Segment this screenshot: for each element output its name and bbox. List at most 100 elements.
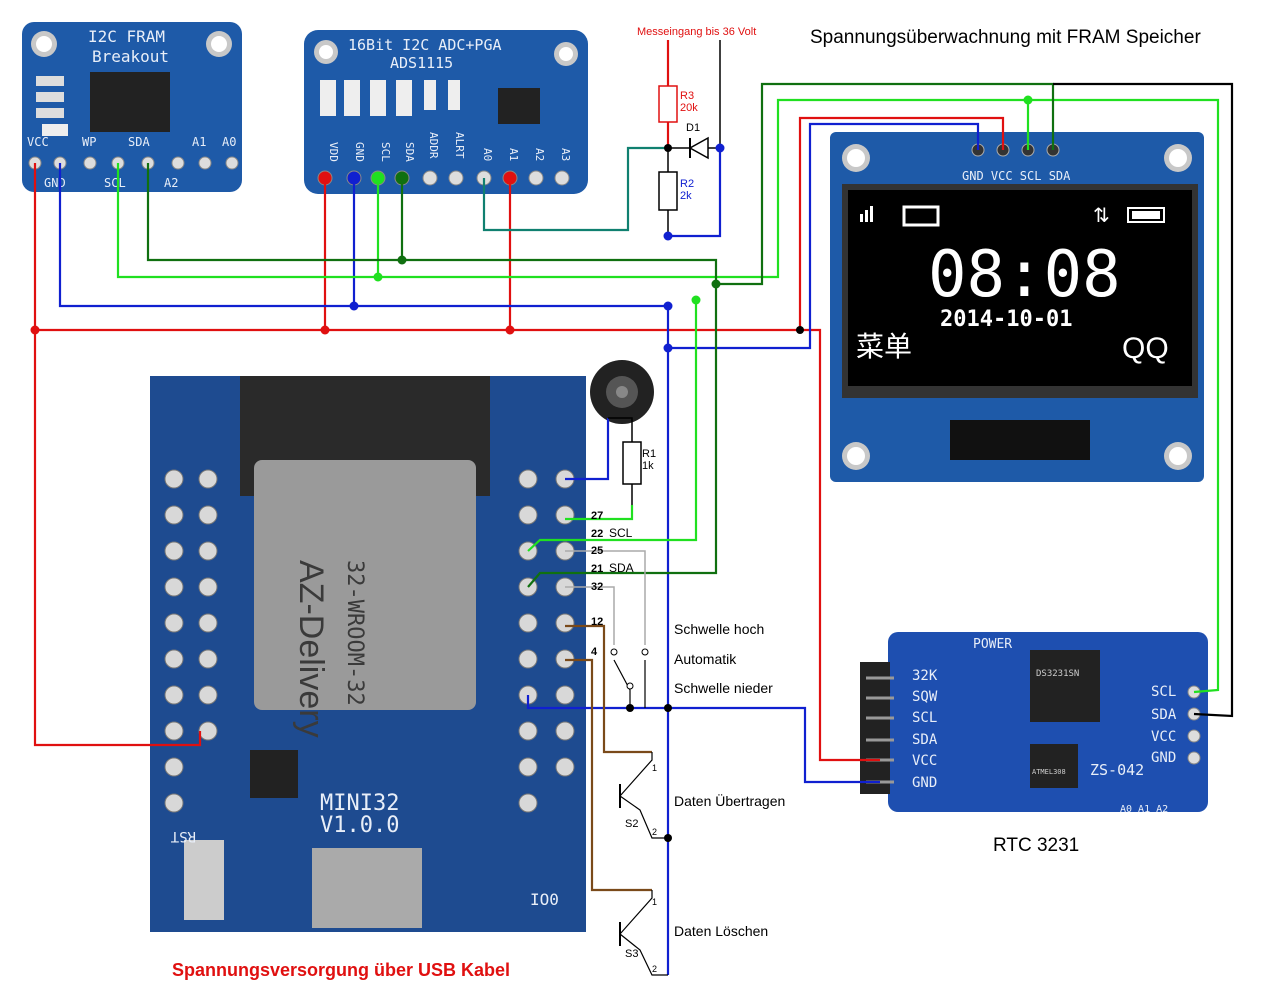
fram-title-2: Breakout <box>92 47 169 66</box>
wires <box>33 40 1234 976</box>
rtc-left-gnd: GND <box>912 775 937 791</box>
speaker-icon <box>590 360 654 424</box>
fram-title-1: I2C FRAM <box>88 27 165 46</box>
rtc-eeprom-label: ATMEL308 <box>1032 768 1066 776</box>
pin-21: 21 <box>591 563 603 575</box>
fram-pin-gnd: GND <box>44 176 66 190</box>
fram-board: I2C FRAM Breakout VCC WP SDA A1 A0 GND S… <box>22 22 242 192</box>
oled-date: 2014-10-01 <box>940 307 1072 332</box>
rtc-chip-label: DS3231SN <box>1036 669 1079 679</box>
adc-board: 16Bit I2C ADC+PGA ADS1115 VDD GND SCL SD… <box>304 30 588 194</box>
module-name: 32-WROOM-32 <box>342 560 367 706</box>
rtc-left-vcc: VCC <box>912 753 937 769</box>
r3-resistor <box>658 85 678 123</box>
r1-name: R1 <box>642 448 656 460</box>
module-brand: AZ-Delivery <box>292 560 330 738</box>
rtc-power-label: POWER <box>973 637 1012 652</box>
adc-pin-scl: SCL <box>379 142 392 162</box>
battery-icon <box>1127 207 1165 223</box>
pin-32: 32 <box>591 581 603 593</box>
adc-chip <box>498 88 540 124</box>
label-schwelle-hoch: Schwelle hoch <box>674 621 764 637</box>
rtc-module-label: ZS-042 <box>1090 761 1144 779</box>
rtc-addr-label: A0 A1 A2 <box>1120 804 1168 815</box>
oled-menu: 菜单 <box>856 331 912 362</box>
mail-icon <box>902 205 940 227</box>
rtc-caption: RTC 3231 <box>993 835 1079 856</box>
s3-pin1: 1 <box>652 897 657 907</box>
fram-chip <box>90 72 170 132</box>
usb-connector <box>312 848 422 928</box>
d1-name: D1 <box>686 122 700 134</box>
input-label: Messeingang bis 36 Volt <box>637 26 756 38</box>
pin-4: 4 <box>591 646 598 658</box>
s2-pin2: 2 <box>652 827 657 837</box>
r2-value: 2k <box>680 190 692 202</box>
adc-pin-alrt: ALRT <box>453 132 466 159</box>
signal-arrows-icon: ⇅ <box>1093 205 1110 227</box>
rtc-left-sqw: SQW <box>912 689 938 705</box>
pin-22: 22 <box>591 528 603 540</box>
fram-pin-vcc: VCC <box>27 135 49 149</box>
oled-pin-labels: GND VCC SCL SDA <box>962 169 1071 183</box>
s2-pin1: 1 <box>652 763 657 773</box>
label-schwelle-nieder: Schwelle nieder <box>674 680 773 696</box>
diagram-title: Spannungsüberwachnung mit FRAM Speicher <box>810 27 1201 48</box>
io0-label: IO0 <box>530 890 559 909</box>
rtc-left-sda: SDA <box>912 732 938 748</box>
adc-pin-a1: A1 <box>507 148 520 161</box>
d1-diode <box>688 136 709 160</box>
pin-27: 27 <box>591 510 603 522</box>
wire-vcc <box>33 163 202 747</box>
footer-note: Spannungsversorgung über USB Kabel <box>172 960 510 980</box>
rtc-left-scl: SCL <box>912 710 937 726</box>
fram-pin-wp: WP <box>82 135 96 149</box>
adc-pin-a2: A2 <box>533 148 546 161</box>
s3-pin2: 2 <box>652 964 657 974</box>
s2-name: S2 <box>625 818 638 830</box>
eeprom-chip <box>1030 744 1078 788</box>
rtc-left-32k: 32K <box>912 668 938 684</box>
r3-name: R3 <box>680 90 694 102</box>
pin-12: 12 <box>591 616 603 628</box>
rtc-right-gnd: GND <box>1151 750 1176 766</box>
r2-resistor <box>658 171 678 211</box>
fram-pin-sda: SDA <box>128 135 150 149</box>
rtc-right-scl: SCL <box>1151 684 1176 700</box>
adc-pin-a0: A0 <box>481 148 494 161</box>
fram-pin-scl: SCL <box>104 176 126 190</box>
adc-title-1: 16Bit I2C ADC+PGA <box>348 36 502 54</box>
esp32-board: AZ-Delivery 32-WROOM-32 MINI32 V1.0.0 RS… <box>150 376 586 932</box>
fram-pin-a0: A0 <box>222 135 236 149</box>
r3-value: 20k <box>680 102 698 114</box>
label-daten-uebertragen: Daten Übertragen <box>674 792 785 809</box>
adc-pin-sda: SDA <box>403 142 416 162</box>
fram-pin-a1: A1 <box>192 135 206 149</box>
oled-qq: QQ <box>1122 332 1169 365</box>
r2-name: R2 <box>680 178 694 190</box>
pin-21-name: SDA <box>609 561 634 575</box>
adc-title-2: ADS1115 <box>390 54 453 72</box>
adc-pin-addr: ADDR <box>427 132 440 159</box>
rtc-board: POWER DS3231SN ATMEL308 ZS-042 A0 A1 A2 … <box>860 632 1208 815</box>
junctions <box>30 95 1033 842</box>
board-version: V1.0.0 <box>320 813 399 838</box>
ds3231-chip <box>1030 650 1100 722</box>
oled-board: GND VCC SCL SDA ⇅ 08:08 2014-10-01 菜单 QQ <box>830 132 1204 482</box>
rtc-right-sda: SDA <box>1151 707 1177 723</box>
label-daten-loeschen: Daten Löschen <box>674 923 768 939</box>
adc-pin-vdd: VDD <box>327 142 340 162</box>
rtc-right-vcc: VCC <box>1151 729 1176 745</box>
s3-name: S3 <box>625 948 638 960</box>
fram-pin-a2: A2 <box>164 176 178 190</box>
pin-25: 25 <box>591 545 603 557</box>
board-name: MINI32 <box>320 791 399 816</box>
oled-time: 08:08 <box>928 238 1121 312</box>
components <box>610 85 709 690</box>
r1-resistor <box>622 441 642 485</box>
rst-label: RST <box>170 828 196 844</box>
adc-pin-gnd: GND <box>353 142 366 162</box>
label-automatik: Automatik <box>674 651 737 667</box>
adc-pin-a3: A3 <box>559 148 572 161</box>
